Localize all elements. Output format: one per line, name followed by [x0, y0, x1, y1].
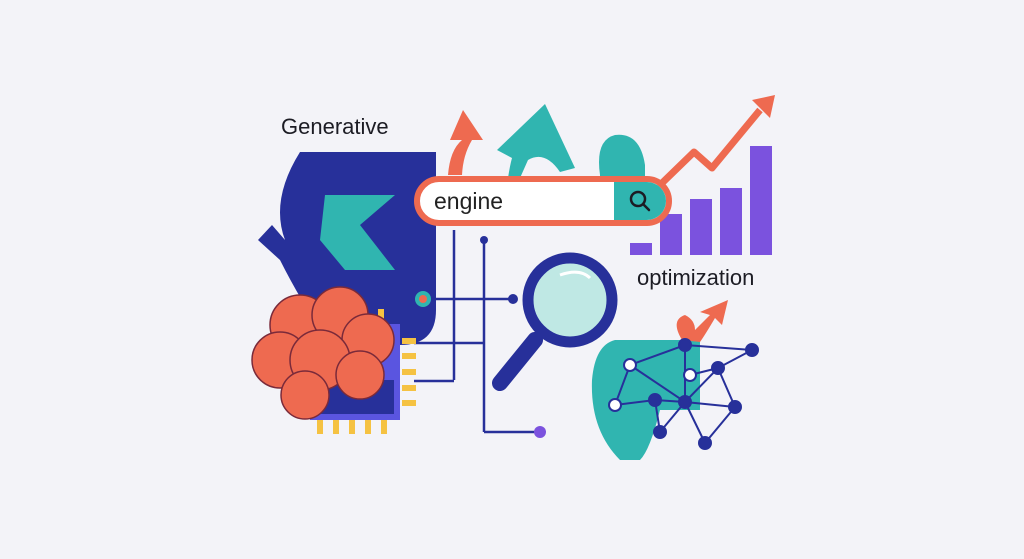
chevron-shape [320, 195, 395, 270]
label-generative: Generative [281, 114, 389, 139]
trend-arrowhead-icon [752, 95, 775, 118]
search-input[interactable]: engine [434, 187, 504, 214]
brain-icon [251, 286, 395, 420]
search-bar[interactable]: engine [414, 176, 672, 226]
network-nodes [608, 338, 759, 450]
magnifier-icon [492, 252, 618, 391]
network-blob [591, 340, 700, 460]
search-button[interactable] [614, 182, 666, 220]
teal-arrow-shape [497, 104, 575, 178]
search-icon [629, 190, 651, 212]
circuit-lines [414, 230, 540, 434]
label-optimization: optimization [637, 265, 755, 290]
trend-line [657, 107, 763, 188]
small-arrow-icon [676, 300, 728, 342]
trend-up-arrow-icon [448, 110, 483, 175]
teal-blob [599, 134, 645, 178]
bar-chart-icon [630, 146, 772, 255]
